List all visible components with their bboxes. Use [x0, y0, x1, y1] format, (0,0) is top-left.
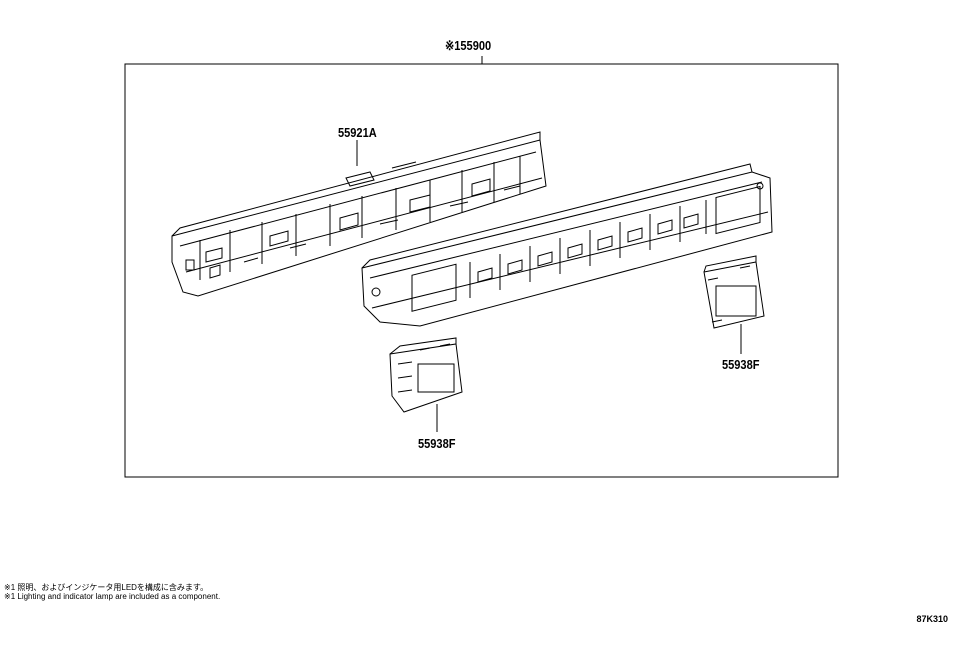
switch-panel-drawing	[361, 163, 773, 327]
switch-right-drawing	[703, 255, 765, 329]
note-japanese: ※1 照明、およびインジケータ用LEDを構成に含みます。	[4, 583, 209, 592]
figure-code: 87K310	[916, 614, 948, 624]
assembly-part-label: ※155900	[445, 38, 492, 53]
bezel-part-label: 55921A	[338, 125, 377, 140]
bezel-part-drawing	[171, 131, 547, 297]
switch-left-drawing	[389, 337, 463, 413]
switch-right-part-label: 55938F	[722, 357, 760, 372]
note-english: ※1 Lighting and indicator lamp are inclu…	[4, 592, 221, 601]
switch-left-part-label: 55938F	[418, 436, 456, 451]
